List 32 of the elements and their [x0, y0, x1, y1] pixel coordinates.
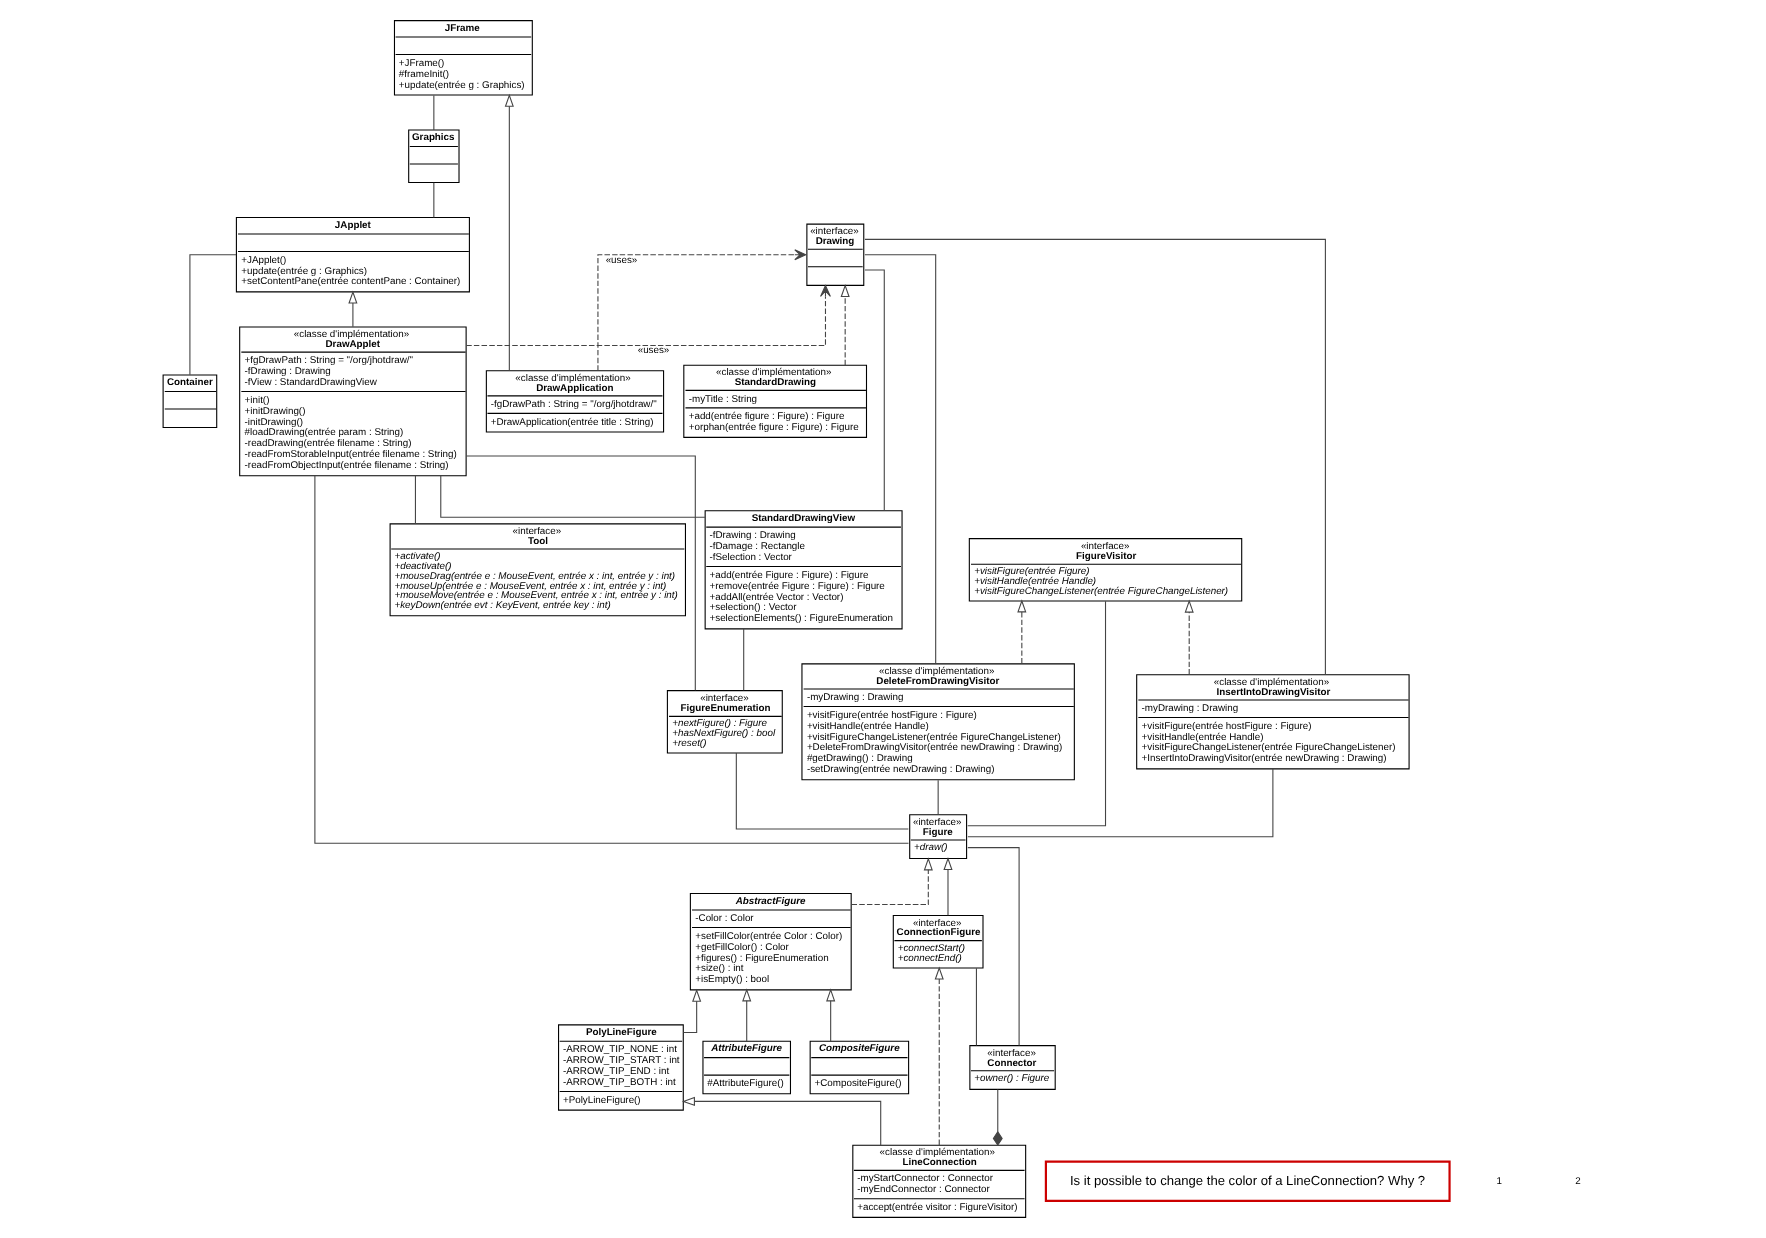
connector: [432, 182, 434, 219]
connector: [432, 94, 434, 131]
arrow: [1183, 599, 1193, 676]
arrow: [596, 249, 806, 372]
arrow: [464, 284, 830, 347]
connector: [863, 238, 1325, 676]
arrow: [1016, 599, 1026, 665]
connector: [966, 768, 1273, 838]
connector: [966, 847, 1019, 1047]
connector: [742, 628, 744, 691]
connector: [439, 475, 705, 518]
arrow: [347, 290, 357, 328]
connector: [188, 254, 236, 376]
connector: [413, 475, 415, 525]
arrow: [942, 856, 952, 916]
connector: [863, 269, 884, 512]
arrow: [849, 857, 932, 906]
arrow: [681, 988, 701, 1034]
connector: [966, 600, 1106, 827]
connector: [863, 254, 936, 665]
connector: [974, 967, 976, 1047]
arrow: [825, 988, 835, 1042]
arrow: [933, 966, 943, 1146]
arrow: [680, 1096, 881, 1146]
connector: [991, 1089, 1002, 1146]
connector: [464, 455, 695, 691]
arrow: [503, 93, 513, 372]
connector: [313, 475, 909, 844]
connector: [734, 752, 908, 830]
arrow: [741, 988, 751, 1042]
arrow: [839, 283, 849, 366]
connector: [936, 779, 938, 816]
